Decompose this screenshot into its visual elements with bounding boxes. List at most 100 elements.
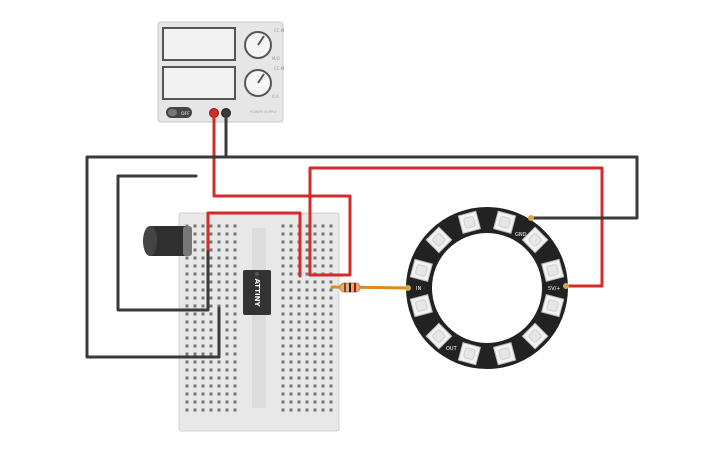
breadboard-hole[interactable] <box>209 312 213 316</box>
breadboard-hole[interactable] <box>321 344 325 348</box>
breadboard-hole[interactable] <box>297 368 301 372</box>
breadboard-hole[interactable] <box>329 256 333 260</box>
breadboard-hole[interactable] <box>281 256 285 260</box>
breadboard-hole[interactable] <box>329 296 333 300</box>
breadboard-hole[interactable] <box>217 248 221 252</box>
breadboard-hole[interactable] <box>289 280 293 284</box>
breadboard-hole[interactable] <box>305 328 309 332</box>
breadboard-hole[interactable] <box>289 408 293 412</box>
breadboard-hole[interactable] <box>225 288 229 292</box>
breadboard-hole[interactable] <box>217 296 221 300</box>
breadboard-hole[interactable] <box>201 320 205 324</box>
breadboard-hole[interactable] <box>233 248 237 252</box>
breadboard-hole[interactable] <box>305 360 309 364</box>
breadboard-hole[interactable] <box>201 256 205 260</box>
breadboard-hole[interactable] <box>289 400 293 404</box>
breadboard-hole[interactable] <box>185 344 189 348</box>
breadboard-hole[interactable] <box>313 392 317 396</box>
breadboard-hole[interactable] <box>297 352 301 356</box>
breadboard-hole[interactable] <box>313 360 317 364</box>
breadboard-hole[interactable] <box>305 288 309 292</box>
breadboard-hole[interactable] <box>185 288 189 292</box>
breadboard-hole[interactable] <box>209 328 213 332</box>
breadboard-hole[interactable] <box>209 408 213 412</box>
breadboard-hole[interactable] <box>313 304 317 308</box>
breadboard-hole[interactable] <box>321 304 325 308</box>
breadboard-hole[interactable] <box>313 376 317 380</box>
breadboard-hole[interactable] <box>225 408 229 412</box>
neopixel-ring[interactable]: GND 5V/+ IN OUT <box>405 207 569 369</box>
breadboard-hole[interactable] <box>217 240 221 244</box>
breadboard-hole[interactable] <box>217 272 221 276</box>
breadboard-hole[interactable] <box>297 304 301 308</box>
breadboard-hole[interactable] <box>201 232 205 236</box>
wire-red-psu-to-breadboard[interactable] <box>212 111 352 277</box>
breadboard-hole[interactable] <box>225 328 229 332</box>
breadboard-hole[interactable] <box>225 264 229 268</box>
breadboard-hole[interactable] <box>321 240 325 244</box>
breadboard-hole[interactable] <box>289 264 293 268</box>
breadboard-hole[interactable] <box>313 224 317 228</box>
breadboard-hole[interactable] <box>305 336 309 340</box>
breadboard-hole[interactable] <box>329 360 333 364</box>
breadboard-hole[interactable] <box>305 264 309 268</box>
breadboard-hole[interactable] <box>329 240 333 244</box>
breadboard[interactable] <box>178 212 340 432</box>
breadboard-hole[interactable] <box>233 312 237 316</box>
breadboard-hole[interactable] <box>305 256 309 260</box>
breadboard-hole[interactable] <box>217 368 221 372</box>
breadboard-hole[interactable] <box>321 248 325 252</box>
breadboard-hole[interactable] <box>233 256 237 260</box>
breadboard-hole[interactable] <box>321 296 325 300</box>
breadboard-hole[interactable] <box>225 304 229 308</box>
breadboard-hole[interactable] <box>225 320 229 324</box>
breadboard-hole[interactable] <box>185 256 189 260</box>
breadboard-hole[interactable] <box>329 376 333 380</box>
breadboard-hole[interactable] <box>297 360 301 364</box>
breadboard-hole[interactable] <box>305 312 309 316</box>
breadboard-hole[interactable] <box>321 232 325 236</box>
breadboard-hole[interactable] <box>193 328 197 332</box>
breadboard-hole[interactable] <box>329 352 333 356</box>
breadboard-hole[interactable] <box>281 400 285 404</box>
breadboard-hole[interactable] <box>321 280 325 284</box>
breadboard-hole[interactable] <box>193 280 197 284</box>
breadboard-hole[interactable] <box>201 352 205 356</box>
breadboard-hole[interactable] <box>185 384 189 388</box>
breadboard-hole[interactable] <box>225 272 229 276</box>
breadboard-hole[interactable] <box>313 328 317 332</box>
breadboard-hole[interactable] <box>297 376 301 380</box>
breadboard-hole[interactable] <box>233 288 237 292</box>
breadboard-hole[interactable] <box>209 304 213 308</box>
breadboard-hole[interactable] <box>201 328 205 332</box>
breadboard-hole[interactable] <box>297 408 301 412</box>
breadboard-hole[interactable] <box>233 360 237 364</box>
breadboard-hole[interactable] <box>321 328 325 332</box>
breadboard-hole[interactable] <box>281 312 285 316</box>
breadboard-hole[interactable] <box>313 312 317 316</box>
voltage-knob[interactable] <box>244 31 272 59</box>
breadboard-hole[interactable] <box>185 320 189 324</box>
breadboard-hole[interactable] <box>193 408 197 412</box>
breadboard-hole[interactable] <box>233 384 237 388</box>
breadboard-hole[interactable] <box>289 272 293 276</box>
breadboard-hole[interactable] <box>233 320 237 324</box>
breadboard-hole[interactable] <box>185 352 189 356</box>
breadboard-hole[interactable] <box>329 232 333 236</box>
breadboard-hole[interactable] <box>225 240 229 244</box>
breadboard-hole[interactable] <box>329 264 333 268</box>
breadboard-hole[interactable] <box>281 360 285 364</box>
breadboard-hole[interactable] <box>201 304 205 308</box>
breadboard-hole[interactable] <box>289 304 293 308</box>
breadboard-hole[interactable] <box>201 344 205 348</box>
breadboard-hole[interactable] <box>321 376 325 380</box>
breadboard-hole[interactable] <box>233 376 237 380</box>
breadboard-hole[interactable] <box>305 320 309 324</box>
current-knob[interactable] <box>244 69 272 97</box>
breadboard-hole[interactable] <box>233 280 237 284</box>
breadboard-hole[interactable] <box>185 296 189 300</box>
breadboard-hole[interactable] <box>321 288 325 292</box>
breadboard-hole[interactable] <box>233 264 237 268</box>
breadboard-hole[interactable] <box>329 312 333 316</box>
breadboard-hole[interactable] <box>217 288 221 292</box>
